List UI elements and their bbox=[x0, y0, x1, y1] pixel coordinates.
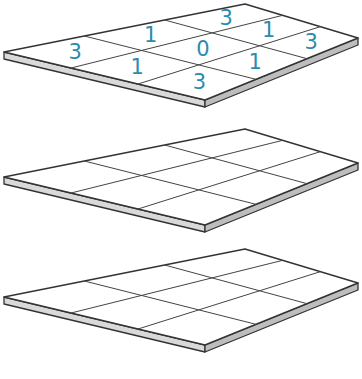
grid-line bbox=[138, 272, 320, 329]
cell-number: 3 bbox=[193, 72, 206, 93]
cell-number: 0 bbox=[196, 38, 209, 59]
cell-number: 3 bbox=[219, 8, 232, 29]
cell-number: 1 bbox=[144, 24, 157, 45]
grid-line bbox=[84, 281, 256, 324]
plate-top bbox=[4, 249, 358, 345]
cell-number: 1 bbox=[262, 20, 275, 41]
grid-line bbox=[138, 152, 320, 209]
plate-top bbox=[4, 129, 358, 225]
grid-line bbox=[138, 27, 320, 84]
cell-number: 1 bbox=[249, 52, 262, 73]
cell-number: 1 bbox=[131, 56, 144, 77]
grid-line bbox=[84, 161, 256, 204]
cell-number: 3 bbox=[69, 41, 82, 62]
plate-top bbox=[4, 4, 358, 100]
cell-number: 3 bbox=[305, 32, 318, 53]
grid-line bbox=[84, 36, 256, 79]
